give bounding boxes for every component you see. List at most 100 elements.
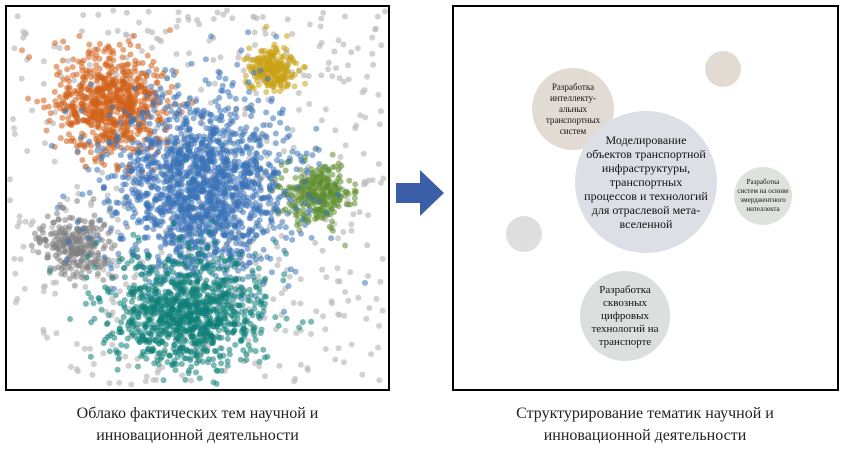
scatter-point [161, 121, 168, 128]
scatter-point [345, 62, 351, 69]
scatter-point [323, 209, 330, 216]
scatter-point [46, 267, 53, 274]
scatter-point [210, 356, 216, 363]
scatter-point [140, 351, 147, 358]
scatter-point [88, 202, 95, 209]
scatter-point [190, 115, 197, 122]
scatter-point [114, 167, 121, 174]
scatter-point [292, 212, 299, 219]
scatter-point [246, 45, 253, 52]
scatter-point [241, 111, 248, 118]
scatter-point [346, 177, 353, 184]
scatter-point [284, 64, 291, 71]
scatter-point [186, 50, 192, 57]
scatter-point [238, 308, 245, 315]
scatter-point [325, 66, 332, 73]
scatter-point [218, 345, 225, 352]
scatter-point [89, 129, 96, 136]
scatter-point [251, 29, 258, 36]
scatter-point [211, 157, 218, 164]
scatter-point [98, 226, 104, 232]
scatter-point [135, 121, 142, 128]
scatter-point [257, 330, 264, 336]
scatter-point [348, 341, 355, 348]
scatter-point [227, 274, 234, 281]
scatter-point [248, 227, 255, 234]
scatter-point [288, 229, 295, 236]
scatter-point [86, 69, 93, 76]
scatter-point [172, 297, 179, 304]
scatter-point [74, 148, 81, 155]
scatter-point [364, 242, 371, 249]
scatter-point [198, 156, 205, 162]
scatter-point [164, 359, 171, 366]
scatter-point [366, 305, 373, 312]
scatter-point [203, 177, 210, 184]
scatter-point [74, 114, 80, 121]
scatter-point [180, 307, 187, 314]
scatter-point [257, 154, 264, 161]
scatter-point [96, 177, 103, 184]
scatter-point [336, 197, 343, 204]
scatter-point [197, 120, 204, 126]
scatter-point [252, 300, 258, 307]
scatter-point [245, 79, 252, 86]
scatter-point [325, 59, 332, 66]
scatter-point [89, 218, 96, 225]
scatter-point [138, 102, 145, 109]
scatter-point [364, 73, 371, 80]
scatter-point [104, 104, 111, 111]
scatter-point [195, 334, 202, 341]
scatter-point [183, 232, 190, 239]
scatter-point [276, 76, 282, 83]
scatter-point [176, 252, 183, 259]
scatter-point [323, 274, 330, 281]
scatter-point [128, 298, 135, 305]
scatter-point [288, 54, 295, 61]
scatter-point [317, 178, 324, 185]
scatter-point [273, 56, 280, 63]
scatter-point [369, 177, 376, 184]
scatter-point [329, 151, 336, 158]
scatter-point [134, 219, 141, 226]
scatter-point [193, 170, 200, 177]
scatter-point [145, 204, 152, 211]
scatter-point [202, 77, 209, 84]
scatter-point [150, 101, 157, 108]
scatter-point [258, 255, 264, 262]
scatter-point [47, 110, 54, 117]
scatter-point [218, 87, 225, 94]
scatter-point [172, 100, 179, 107]
scatter-point [125, 38, 132, 44]
scatter-point [174, 354, 181, 360]
scatter-point [97, 217, 104, 223]
scatter-point [118, 232, 125, 239]
scatter-point [24, 148, 31, 154]
scatter-point [20, 243, 27, 250]
scatter-point [303, 167, 310, 174]
scatter-point [264, 209, 271, 216]
scatter-point [376, 322, 383, 329]
scatter-point [108, 64, 115, 71]
scatter-point [161, 347, 168, 354]
scatter-point [122, 72, 129, 79]
scatter-point [159, 94, 166, 101]
scatter-point [260, 308, 267, 315]
scatter-point [372, 25, 379, 32]
scatter-point [116, 325, 123, 332]
scatter-point [163, 110, 170, 117]
scatter-point [223, 226, 230, 233]
scatter-point [162, 295, 169, 302]
scatter-point [31, 230, 38, 237]
scatter-point [61, 271, 68, 278]
scatter-point [81, 218, 88, 225]
scatter-point [100, 340, 107, 347]
scatter-point [130, 179, 137, 186]
scatter-point [155, 121, 162, 128]
scatter-point [297, 361, 304, 368]
scatter-point [169, 240, 176, 247]
scatter-point [117, 99, 124, 106]
scatter-point [44, 334, 51, 341]
scatter-point [157, 244, 164, 251]
scatter-point [134, 254, 141, 261]
